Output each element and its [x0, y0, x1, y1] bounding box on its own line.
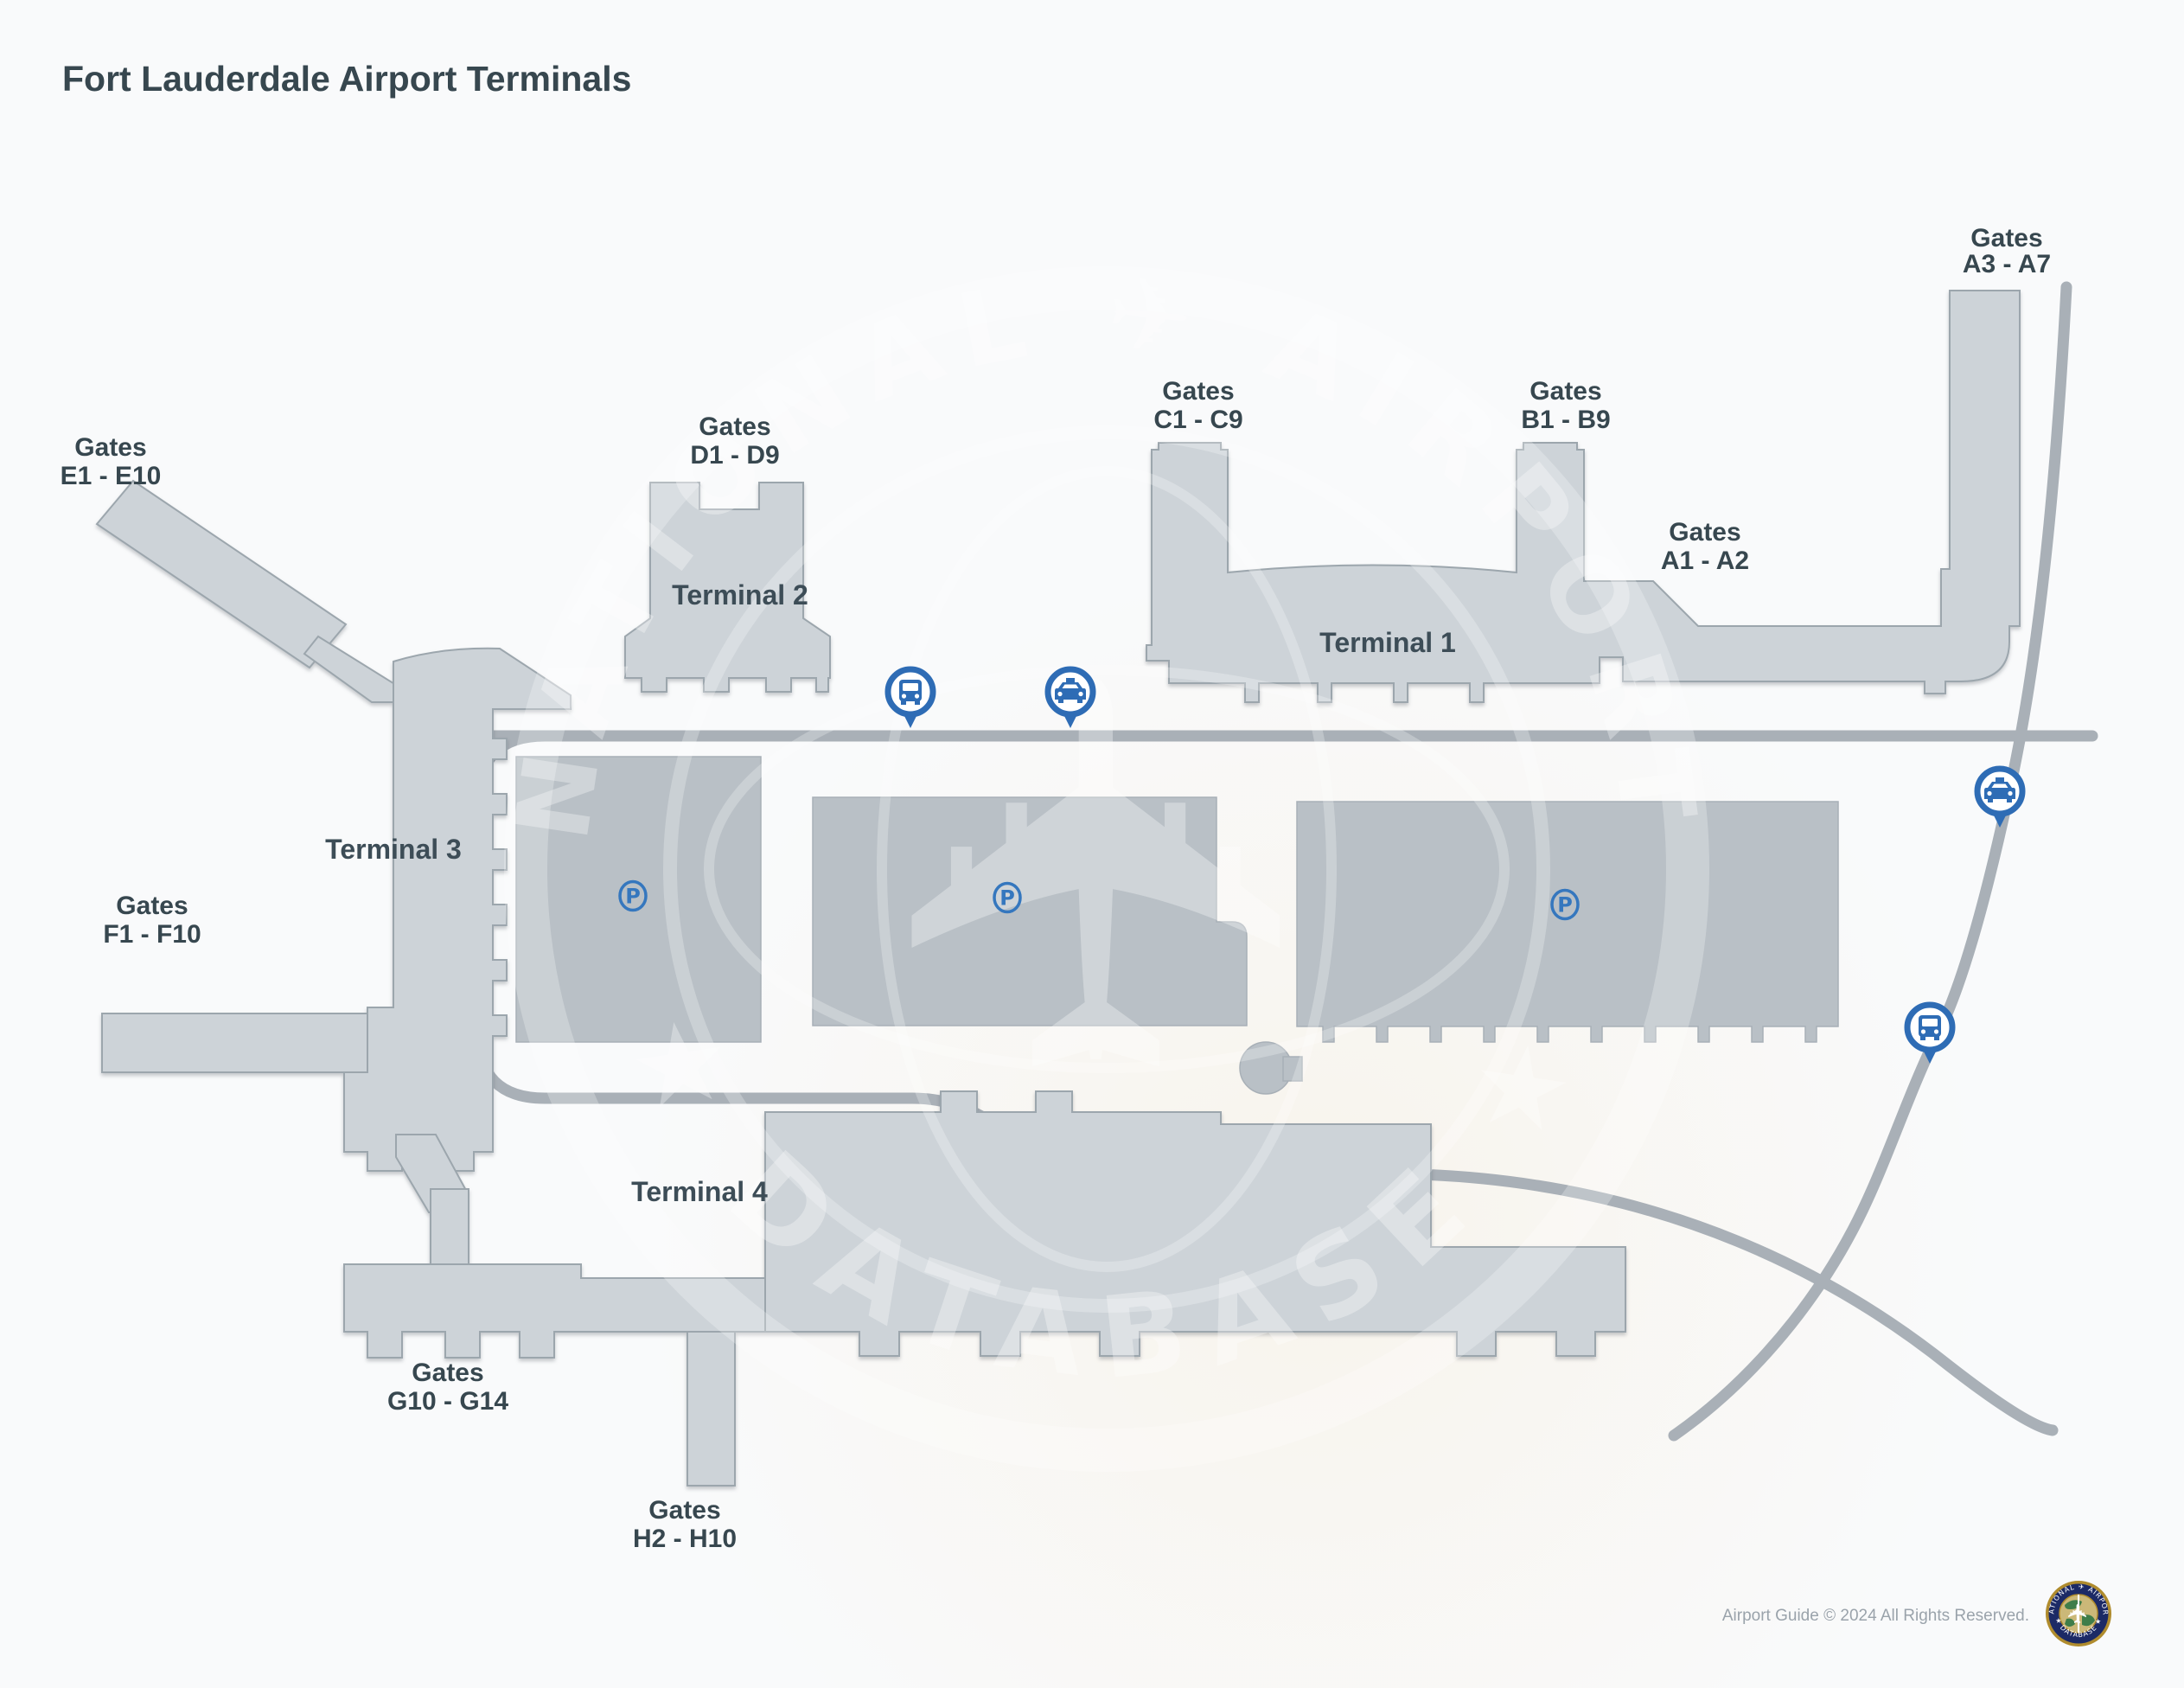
parking-icon-west: P	[618, 879, 648, 912]
parking-icon-central: P	[993, 881, 1022, 914]
terminal-4-label: Terminal 4	[631, 1176, 768, 1207]
gate-label-line1: Gates	[74, 433, 146, 462]
t4-west-strip	[430, 1188, 469, 1272]
logo-continent	[2065, 1618, 2075, 1627]
gate-label-a3-a7: Gates A3 - A7	[1963, 224, 2051, 278]
watermark-plane-icon: ✈	[795, 649, 1419, 1098]
bus-pin-icon	[1904, 1001, 1956, 1064]
logo-continent	[2082, 1614, 2095, 1627]
gate-label-line1: Gates	[412, 1359, 483, 1387]
gate-label-line2: A3 - A7	[1963, 250, 2051, 278]
gate-label-f: Gates F1 - F10	[103, 892, 201, 949]
gate-label-line1: Gates	[1970, 224, 2042, 253]
footer: Airport Guide © 2024 All Rights Reserved…	[1722, 1581, 2111, 1646]
taxi-pin-icon	[1044, 666, 1096, 728]
parking-icon-circle	[1550, 888, 1580, 921]
transit-pins	[884, 666, 2026, 1064]
concourse-f-shape	[101, 1013, 368, 1073]
gate-label-line1: Gates	[1669, 518, 1740, 547]
parking-knob-connector	[1282, 1056, 1303, 1082]
terminal-buildings	[95, 290, 2021, 1487]
logo-divider	[2078, 1595, 2079, 1633]
parking-garage-central	[812, 796, 1248, 1026]
concourse-e-shape	[95, 479, 348, 669]
gate-label-g: Gates G10 - G14	[387, 1359, 508, 1416]
parking-icons: P P P	[618, 879, 1580, 921]
taxi-glyph	[1055, 678, 1086, 703]
gate-label-line1: Gates	[116, 892, 188, 920]
bus-glyph	[1919, 1015, 1941, 1040]
taxi-glyph	[1984, 777, 2015, 802]
gate-label-e: Gates E1 - E10	[61, 433, 162, 490]
gate-label-line2: H2 - H10	[633, 1525, 737, 1553]
page-title: Fort Lauderdale Airport Terminals	[62, 59, 631, 99]
gate-label-h: Gates H2 - H10	[633, 1496, 737, 1553]
parking-icon-letter: P	[625, 885, 641, 909]
parking-structures	[515, 756, 1839, 1095]
gate-label-line2: G10 - G14	[387, 1387, 508, 1416]
terminal-4-shape	[764, 1090, 1626, 1357]
logo-plane-icon: ✈	[2064, 1602, 2094, 1624]
gate-label-b: Gates B1 - B9	[1521, 377, 1610, 434]
watermark-globe-meridian	[877, 466, 1337, 1272]
terminal-2-shape	[624, 482, 831, 693]
terminal-1-label: Terminal 1	[1319, 627, 1456, 658]
watermark-globe-parallel	[704, 665, 1510, 1073]
road-airport-entrance	[1668, 281, 2072, 1442]
concourse-e-neck	[303, 635, 397, 703]
parking-icon-letter: P	[1557, 893, 1573, 918]
parking-garage-east	[1296, 801, 1839, 1043]
gate-label-line2: D1 - D9	[690, 441, 779, 470]
gate-label-line2: C1 - C9	[1153, 406, 1242, 434]
gate-label-line1: Gates	[1529, 377, 1601, 406]
parking-icon-east: P	[1550, 888, 1580, 921]
gate-label-line1: Gates	[699, 412, 770, 441]
gate-label-line2: F1 - F10	[103, 920, 201, 949]
gate-label-line2: A1 - A2	[1661, 547, 1749, 575]
terminal-1-shape	[1146, 290, 2021, 703]
terminal-labels: Terminal 1 Terminal 2 Terminal 3 Termina…	[325, 579, 1456, 1207]
parking-garage-west	[515, 756, 762, 1043]
bus-pin-icon	[884, 666, 936, 728]
gate-label-line1: Gates	[648, 1496, 720, 1525]
gate-label-line1: Gates	[1162, 377, 1234, 406]
gate-label-c: Gates C1 - C9	[1153, 377, 1242, 434]
concourse-h-shape	[686, 1331, 736, 1487]
parking-icon-circle	[618, 879, 648, 912]
bus-glyph	[899, 680, 922, 705]
gate-label-line2: E1 - E10	[61, 462, 162, 490]
parking-icon-letter: P	[999, 886, 1015, 911]
watermark-inner-ring	[663, 425, 1550, 1313]
gate-label-a1-a2: Gates A1 - A2	[1661, 518, 1749, 575]
watermark-outer-ring	[504, 266, 1709, 1472]
footer-copyright: Airport Guide © 2024 All Rights Reserved…	[1722, 1607, 2029, 1625]
gate-label-d: Gates D1 - D9	[690, 412, 779, 470]
gate-labels: Gates E1 - E10 Gates D1 - D9 Gates C1 - …	[61, 224, 2051, 1553]
terminal-3-label: Terminal 3	[325, 834, 462, 865]
parking-icon-circle	[993, 881, 1022, 914]
terminal-2-label: Terminal 2	[672, 579, 808, 611]
nad-logo-icon: ✈ NATIONAL ✈ AIRPORT ★ DATABASE ★	[2046, 1581, 2111, 1646]
taxi-pin-icon	[1974, 765, 2026, 828]
gate-label-line2: B1 - B9	[1521, 406, 1610, 434]
